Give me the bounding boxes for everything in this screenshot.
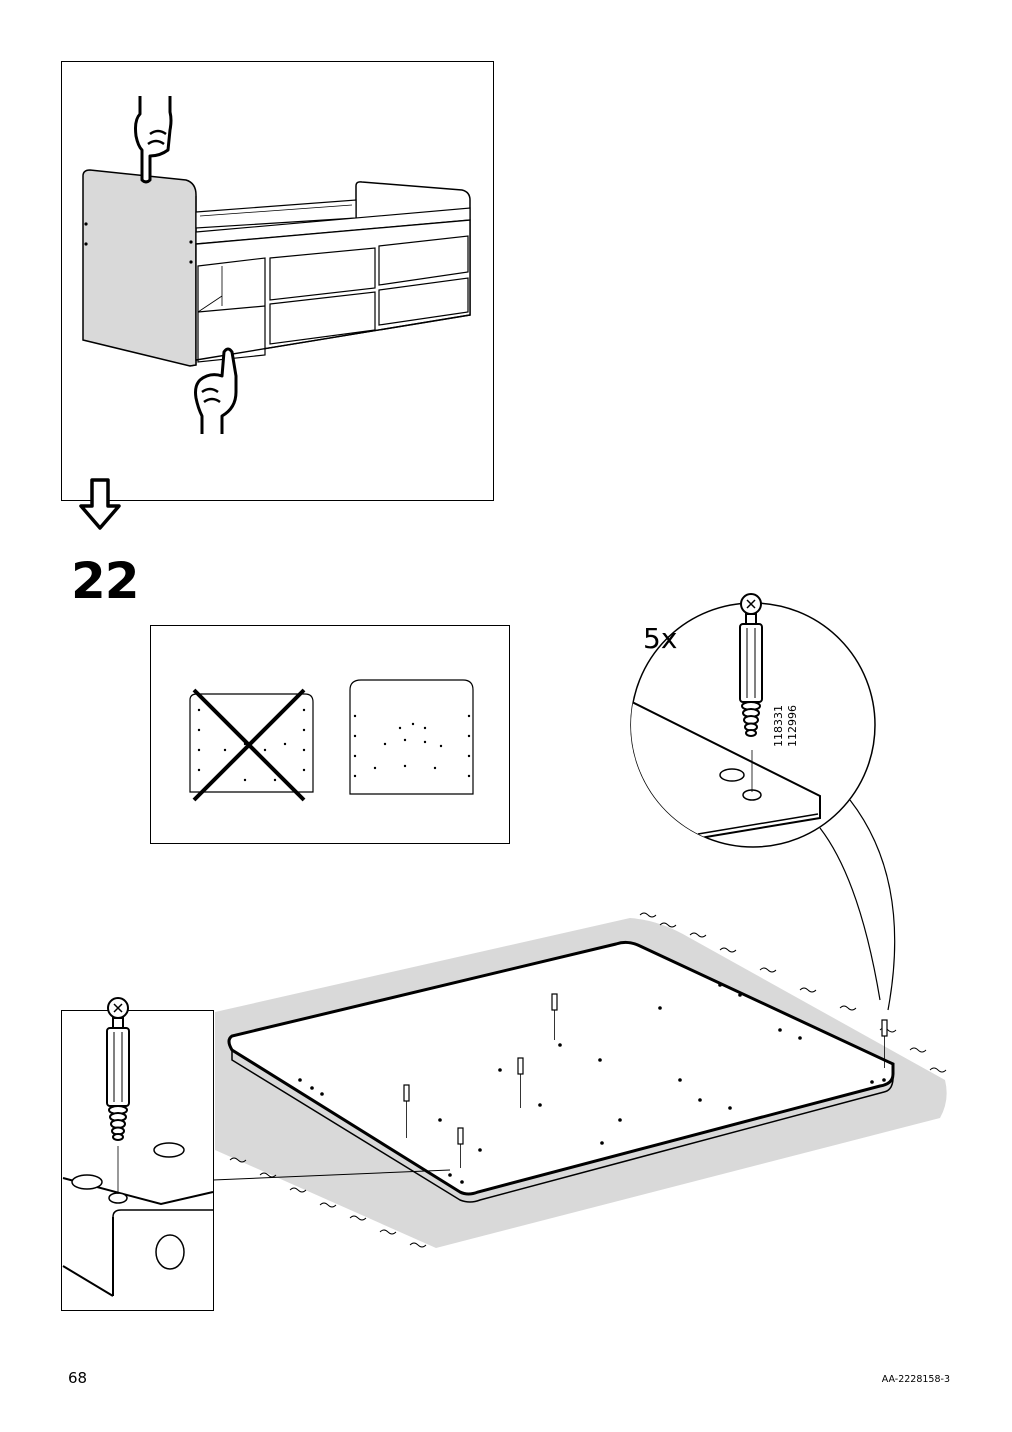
dowel-detail-illustration — [62, 997, 214, 1297]
cross-out-icon — [192, 688, 306, 802]
quantity-label: 5x — [643, 622, 678, 655]
part-numbers: 118331 112996 — [770, 685, 810, 747]
page-number: 68 — [68, 1369, 88, 1387]
hand-pointing-down-icon — [134, 96, 173, 184]
part-number-2: 112996 — [786, 705, 799, 747]
next-step-arrow-icon — [79, 478, 121, 530]
correct-orientation-board — [349, 679, 474, 795]
part-number-1: 118331 — [772, 705, 785, 747]
step-number: 22 — [71, 552, 140, 610]
hand-pointing-up-icon — [194, 347, 238, 434]
document-code: AA-2228158-3 — [881, 1374, 950, 1385]
dowel-icon — [739, 593, 763, 737]
